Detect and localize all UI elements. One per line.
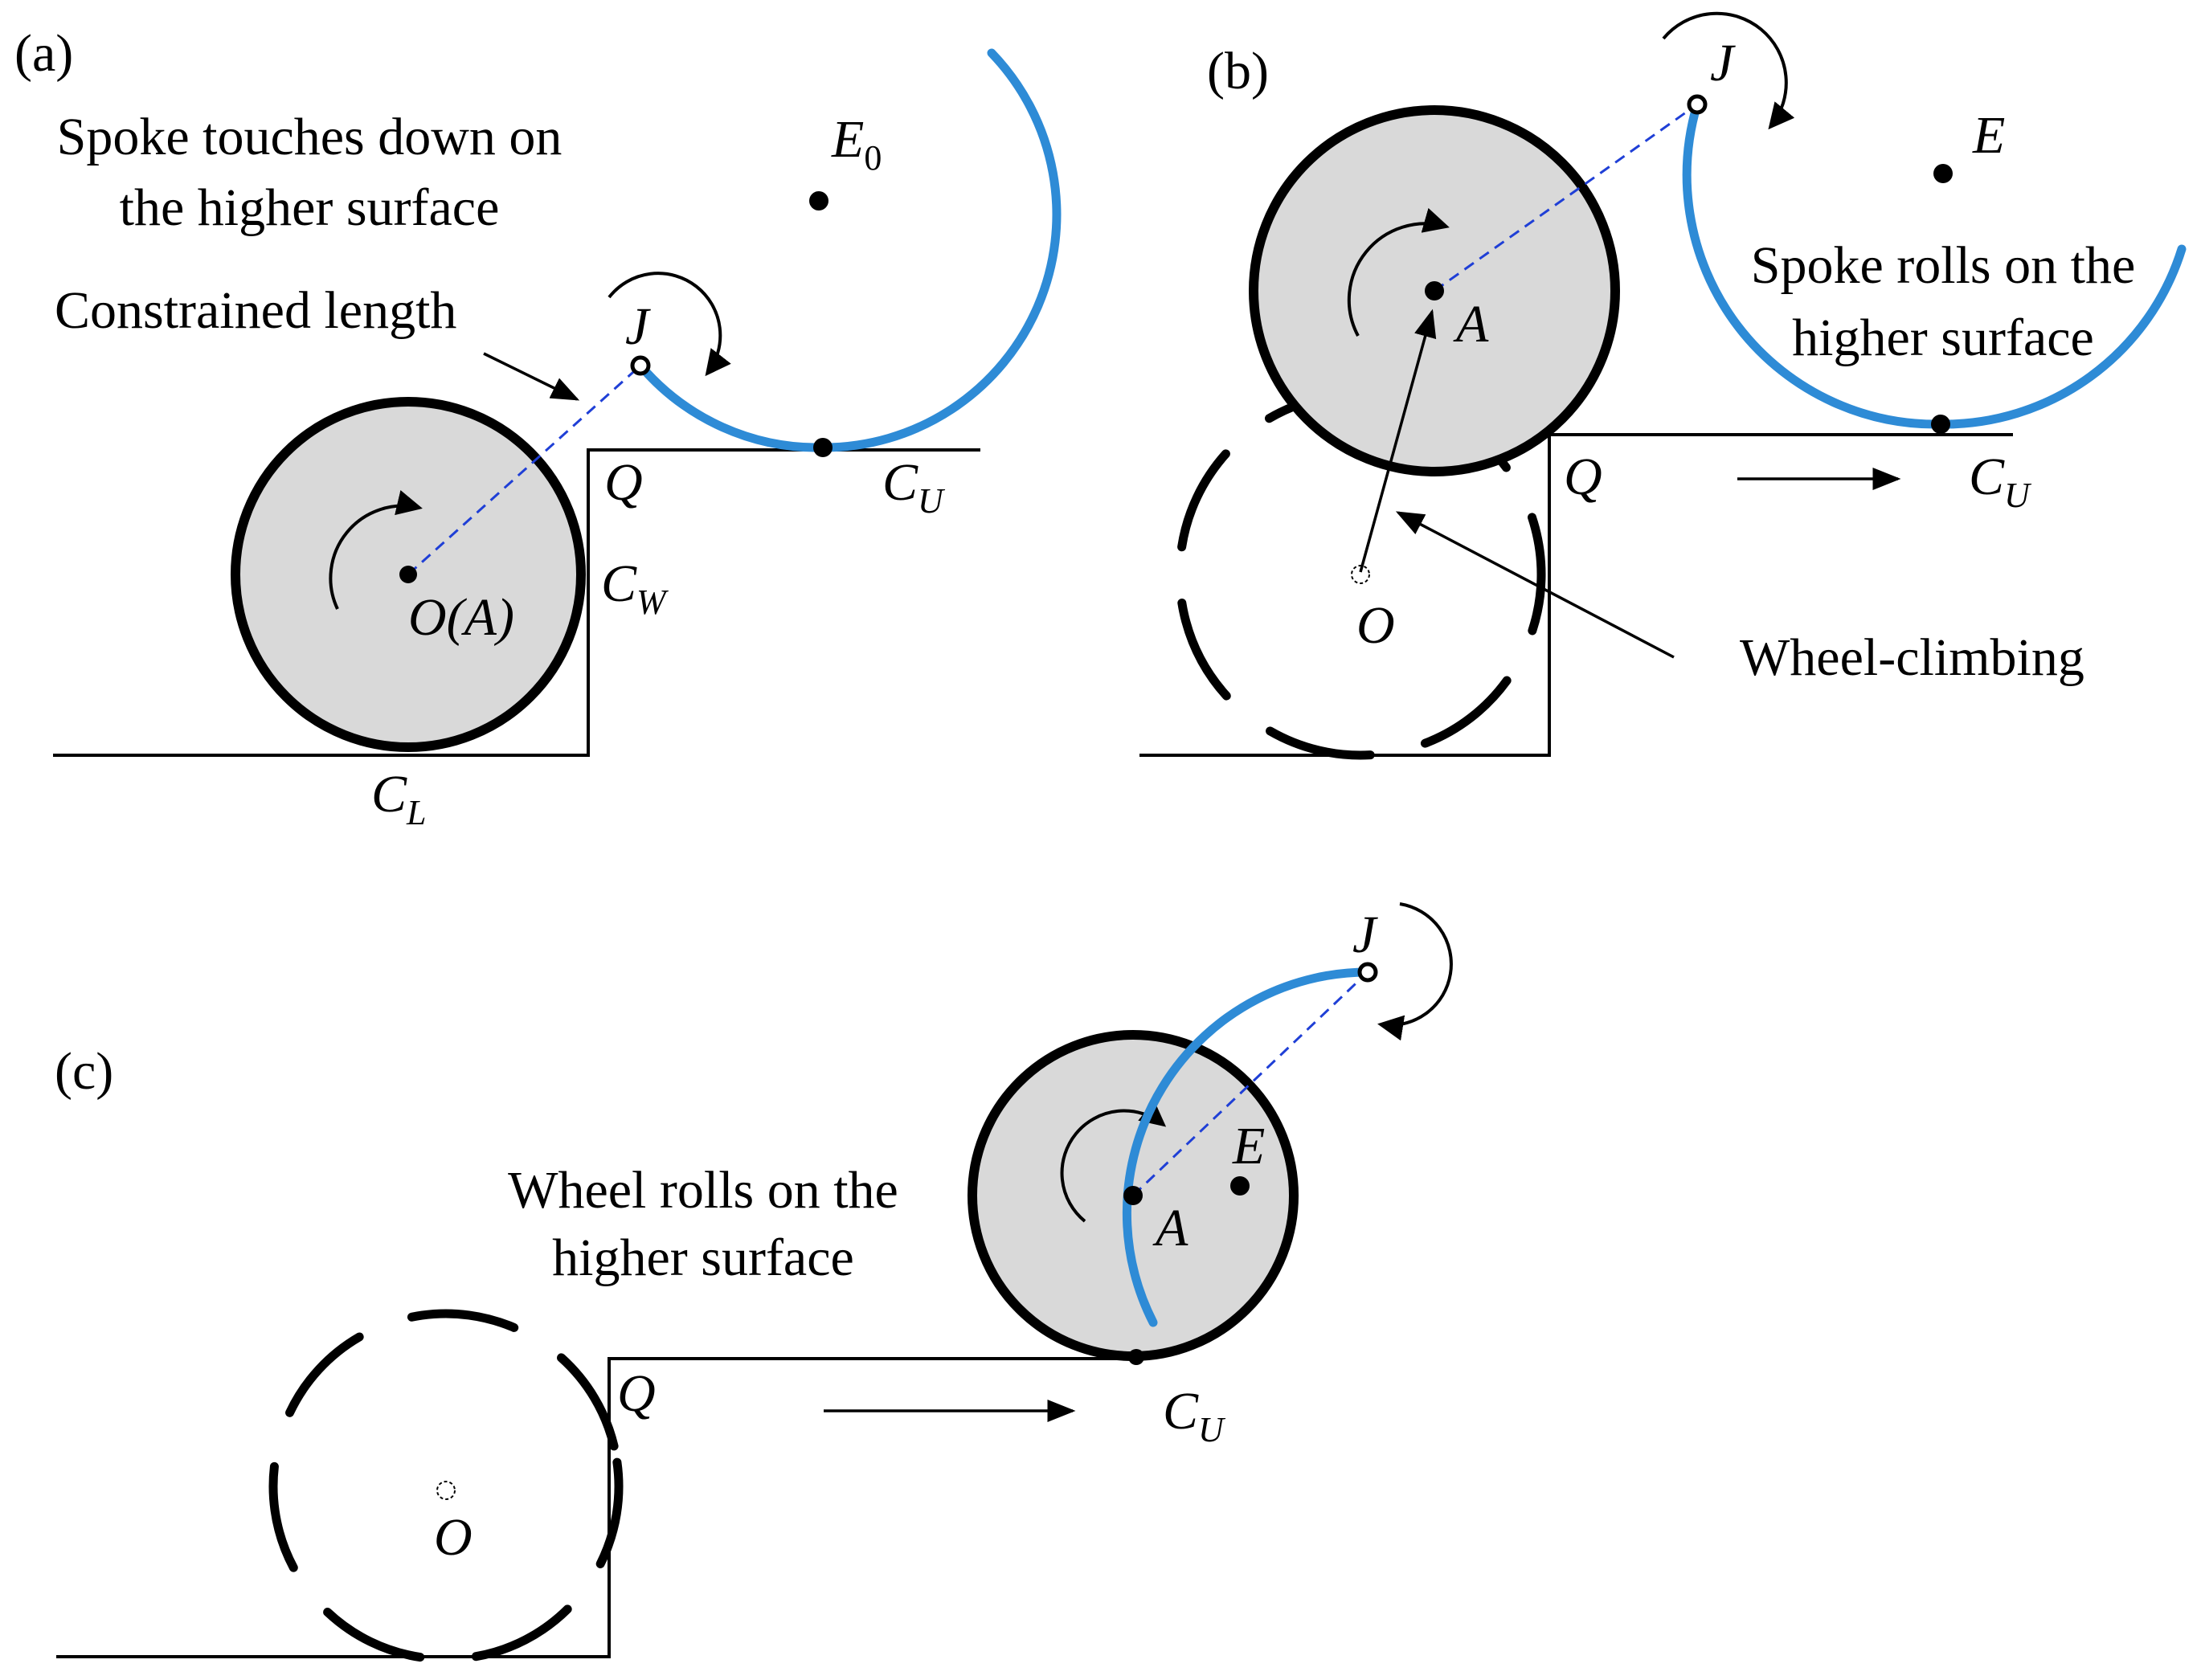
panel-c-Q-label: Q [617, 1364, 656, 1423]
panel-c-spoke-line [1131, 971, 1369, 1197]
panel-b-A-label: A [1453, 295, 1489, 354]
panel-b-J-label: J [1710, 34, 1736, 92]
panel-a-J-rotation-arrow [608, 272, 731, 377]
panel-b-caption-line1: Spoke rolls on the [1751, 236, 2135, 295]
panel-b-Q-label: Q [1564, 448, 1602, 506]
panel-b-point-E [1933, 164, 1953, 183]
panel-b-center-dot [1425, 281, 1444, 300]
panel-b-wheel-climbing-label: Wheel-climbing [1740, 628, 2084, 687]
constrained-length-pointer [483, 352, 580, 401]
panel-c-J-rotation-arrow [1377, 902, 1453, 1041]
constrained-length-label: Constrained length [55, 281, 456, 340]
panel-c: (c) J E A Wheel rolls on the higher surf… [55, 902, 1453, 1664]
panel-a-center-label: O(A) [408, 588, 514, 647]
panel-a-CU-label: CU [882, 453, 946, 521]
panel-c-step-ground [56, 1357, 1137, 1658]
panel-c-center-dot [1123, 1186, 1143, 1205]
panel-b-spoke-line [1434, 103, 1698, 292]
panel-a-spoke-line [407, 364, 642, 576]
panel-a-J-label: J [625, 297, 651, 356]
panel-c-ghost-center [436, 1481, 456, 1500]
panel-a-E-label: E0 [831, 110, 882, 178]
panel-c-E-label: E [1232, 1117, 1265, 1175]
panel-b-O-label: O [1356, 596, 1395, 655]
panel-c-caption-line1: Wheel rolls on the [508, 1161, 898, 1220]
panel-a-rotation-arrow [329, 490, 423, 610]
panel-c-ghost-wheel [268, 1309, 624, 1664]
panel-a-label: (a) [14, 24, 73, 83]
panel-a-CL-label: CL [371, 765, 427, 832]
panel-b-joint-J [1687, 94, 1708, 115]
panel-b-rotation-arrow [1347, 207, 1450, 337]
panel-c-J-label: J [1352, 905, 1378, 964]
panel-a-spoke-arc [636, 48, 1062, 452]
panel-a: (a) Spoke touches down on the higher sur… [14, 24, 1062, 832]
panel-c-A-label: A [1152, 1199, 1188, 1257]
panel-a-caption-line1: Spoke touches down on [57, 108, 563, 166]
panel-b-CU-label: CU [1969, 448, 2032, 515]
panel-b-spoke-arc [1682, 100, 2187, 429]
panel-a-caption-line2: the higher surface [120, 178, 500, 237]
panel-c-point-E [1230, 1176, 1250, 1196]
panel-a-joint-J [630, 355, 651, 376]
panel-c-contact-CU [1128, 1349, 1144, 1365]
panel-a-point-E0 [809, 191, 828, 211]
panel-b-J-rotation-arrow [1662, 11, 1795, 130]
panel-b-ghost-center [1351, 565, 1370, 584]
panel-c-CU-label: CU [1163, 1382, 1226, 1449]
panel-b-E-label: E [1972, 106, 2005, 165]
panel-c-caption-line2: higher surface [552, 1228, 854, 1287]
panel-c-O-label: O [434, 1508, 473, 1567]
panel-c-label: (c) [55, 1042, 113, 1101]
panel-a-contact-CU [813, 438, 833, 457]
panel-a-Q-label: Q [604, 453, 643, 512]
panel-c-rotation-arrow [1060, 1100, 1167, 1223]
panel-b-wheel-climbing-pointer [1395, 511, 1675, 659]
panel-c-joint-J [1357, 962, 1378, 983]
panel-c-spoke-arc [1122, 967, 1373, 1327]
panel-b-label: (b) [1207, 42, 1269, 100]
panel-b-caption-line2: higher surface [1792, 309, 2094, 367]
panel-b-contact-CU [1931, 415, 1950, 434]
panel-a-center-dot [399, 566, 417, 583]
panel-a-step-ground [53, 448, 980, 757]
panel-a-CW-label: CW [601, 554, 669, 622]
panel-b-climb-arrow [1359, 309, 1437, 573]
panel-b: (b) J E Spoke rolls on the higher surfac… [1139, 11, 2187, 760]
